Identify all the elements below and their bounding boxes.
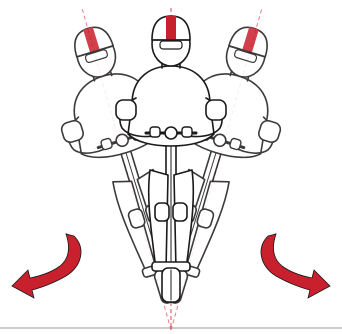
curved-arrow-left-icon bbox=[12, 234, 81, 298]
curved-arrow-right-icon bbox=[261, 234, 330, 298]
